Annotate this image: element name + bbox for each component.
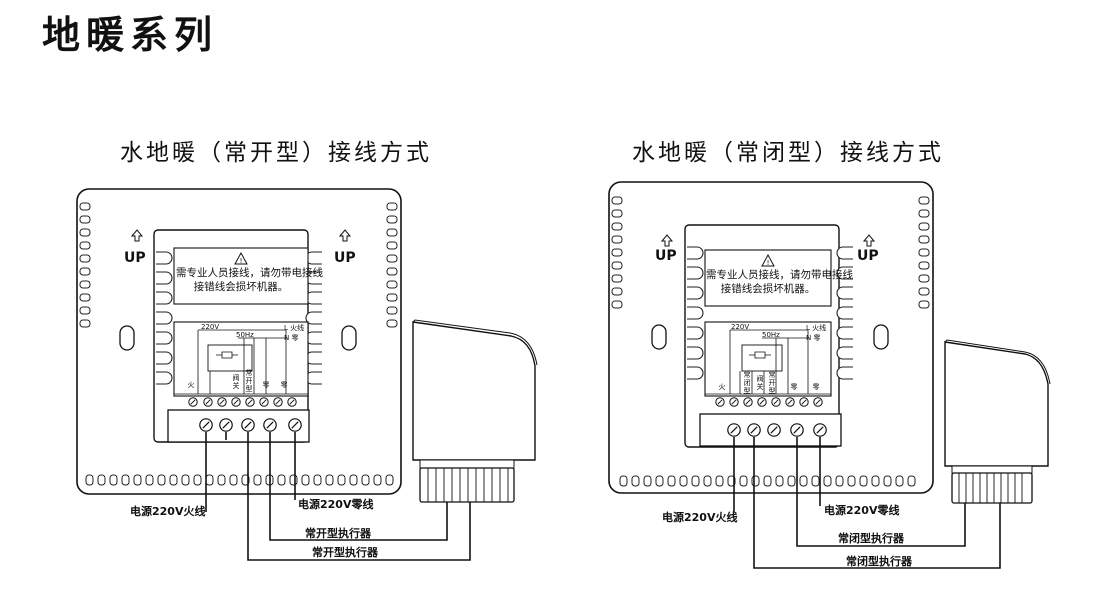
terminal-label: 零 bbox=[280, 381, 288, 389]
line-live-label: L 火线 bbox=[806, 324, 827, 332]
terminal-label: 阀关 bbox=[756, 375, 764, 391]
thermostat-back-plate-1: ! bbox=[76, 188, 402, 495]
warning-icon bbox=[234, 251, 248, 265]
up-arrow-icon bbox=[130, 229, 144, 242]
mounting-hole-right-2 bbox=[873, 324, 889, 350]
warning-text-1: 需专业人员接线，请勿带电接线 接错线会损坏机器。 bbox=[176, 267, 323, 293]
terminal-label: 零 bbox=[262, 381, 270, 389]
actuator-label: 常闭型执行器 bbox=[846, 555, 912, 568]
mounting-hole-right-1 bbox=[341, 325, 357, 351]
right-vents-2 bbox=[918, 196, 930, 309]
wires-1 bbox=[205, 432, 471, 561]
actuator-label: 常开型执行器 bbox=[312, 546, 378, 559]
actuator-2 bbox=[944, 339, 1051, 504]
voltage-label: 220V bbox=[731, 323, 750, 331]
thermostat-back-plate-2: ! bbox=[608, 181, 934, 494]
left-vents-2 bbox=[611, 196, 623, 309]
terminal-label: 常开型 bbox=[768, 371, 776, 395]
page-title: 地暖系列 bbox=[42, 12, 219, 57]
live-wire-label: 电源220V火线 bbox=[662, 511, 738, 524]
terminal-label: 火 bbox=[718, 383, 726, 391]
warning-text-2: 需专业人员接线，请勿带电接线 接错线会损坏机器。 bbox=[706, 269, 853, 295]
up-arrow-icon bbox=[660, 234, 674, 247]
svg-text:!: ! bbox=[240, 257, 243, 265]
line-live-label: L 火线 bbox=[284, 324, 305, 332]
terminal-label: 火 bbox=[187, 381, 195, 389]
wires-2 bbox=[733, 437, 1001, 569]
terminal-label: 阀关 bbox=[232, 374, 240, 390]
normally-closed-diagram-title: 水地暖（常闭型）接线方式 bbox=[632, 140, 944, 166]
up-arrow-icon bbox=[338, 229, 352, 242]
line-neutral-label: N 零 bbox=[806, 334, 821, 342]
actuator-label: 常闭型执行器 bbox=[838, 532, 904, 545]
actuator-1 bbox=[412, 319, 538, 503]
warning-icon bbox=[761, 253, 775, 267]
terminal-label: 零 bbox=[812, 383, 820, 391]
up-label: UP bbox=[334, 250, 356, 266]
mounting-hole-left-1 bbox=[119, 325, 135, 351]
terminal-label: 零 bbox=[790, 383, 798, 391]
neutral-wire-label: 电源220V零线 bbox=[824, 504, 900, 517]
frequency-label: 50Hz bbox=[236, 331, 254, 339]
voltage-label: 220V bbox=[201, 323, 220, 331]
svg-text:!: ! bbox=[767, 259, 770, 267]
actuator-label: 常开型执行器 bbox=[305, 527, 371, 540]
normally-open-diagram-title: 水地暖（常开型）接线方式 bbox=[120, 140, 432, 166]
live-wire-label: 电源220V火线 bbox=[130, 505, 206, 518]
neutral-wire-label: 电源220V零线 bbox=[298, 498, 374, 511]
up-arrow-icon bbox=[862, 234, 876, 247]
terminal-label: 常开型 bbox=[245, 369, 253, 393]
terminal-label: 常闭型 bbox=[743, 371, 751, 395]
up-label: UP bbox=[124, 250, 146, 266]
line-neutral-label: N 零 bbox=[284, 334, 299, 342]
up-label: UP bbox=[857, 248, 879, 264]
frequency-label: 50Hz bbox=[762, 331, 780, 339]
up-label: UP bbox=[655, 248, 677, 264]
mounting-hole-left-2 bbox=[651, 324, 667, 350]
